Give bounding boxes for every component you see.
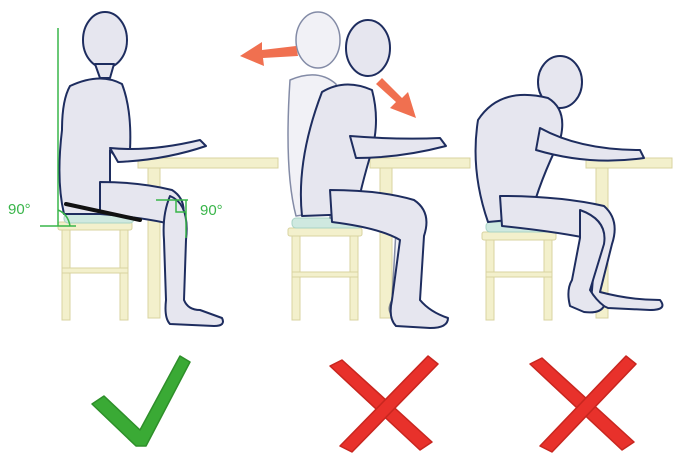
stool xyxy=(482,232,556,320)
arrow-icon xyxy=(240,42,298,66)
seated-figure xyxy=(59,12,223,326)
cross-mark-icon xyxy=(530,356,636,452)
motion-arrow-back xyxy=(240,42,298,66)
motion-arrow-forward xyxy=(376,78,416,118)
verdict-incorrect-rocking xyxy=(330,356,438,452)
verdict-correct xyxy=(92,356,190,446)
knee-angle-label: 90° xyxy=(200,202,223,219)
stool xyxy=(288,228,362,320)
stool xyxy=(58,222,132,320)
cross-mark-icon xyxy=(330,356,438,452)
panel-rocking-posture xyxy=(240,12,470,328)
hip-angle-label: 90° xyxy=(8,201,31,218)
verdict-incorrect-slouched xyxy=(530,356,636,452)
arrow-icon xyxy=(376,78,416,118)
panel-slouched-posture xyxy=(476,56,672,320)
check-mark-icon xyxy=(92,356,190,446)
panel-correct-posture: 90° 90° xyxy=(8,12,278,326)
table xyxy=(138,158,278,318)
